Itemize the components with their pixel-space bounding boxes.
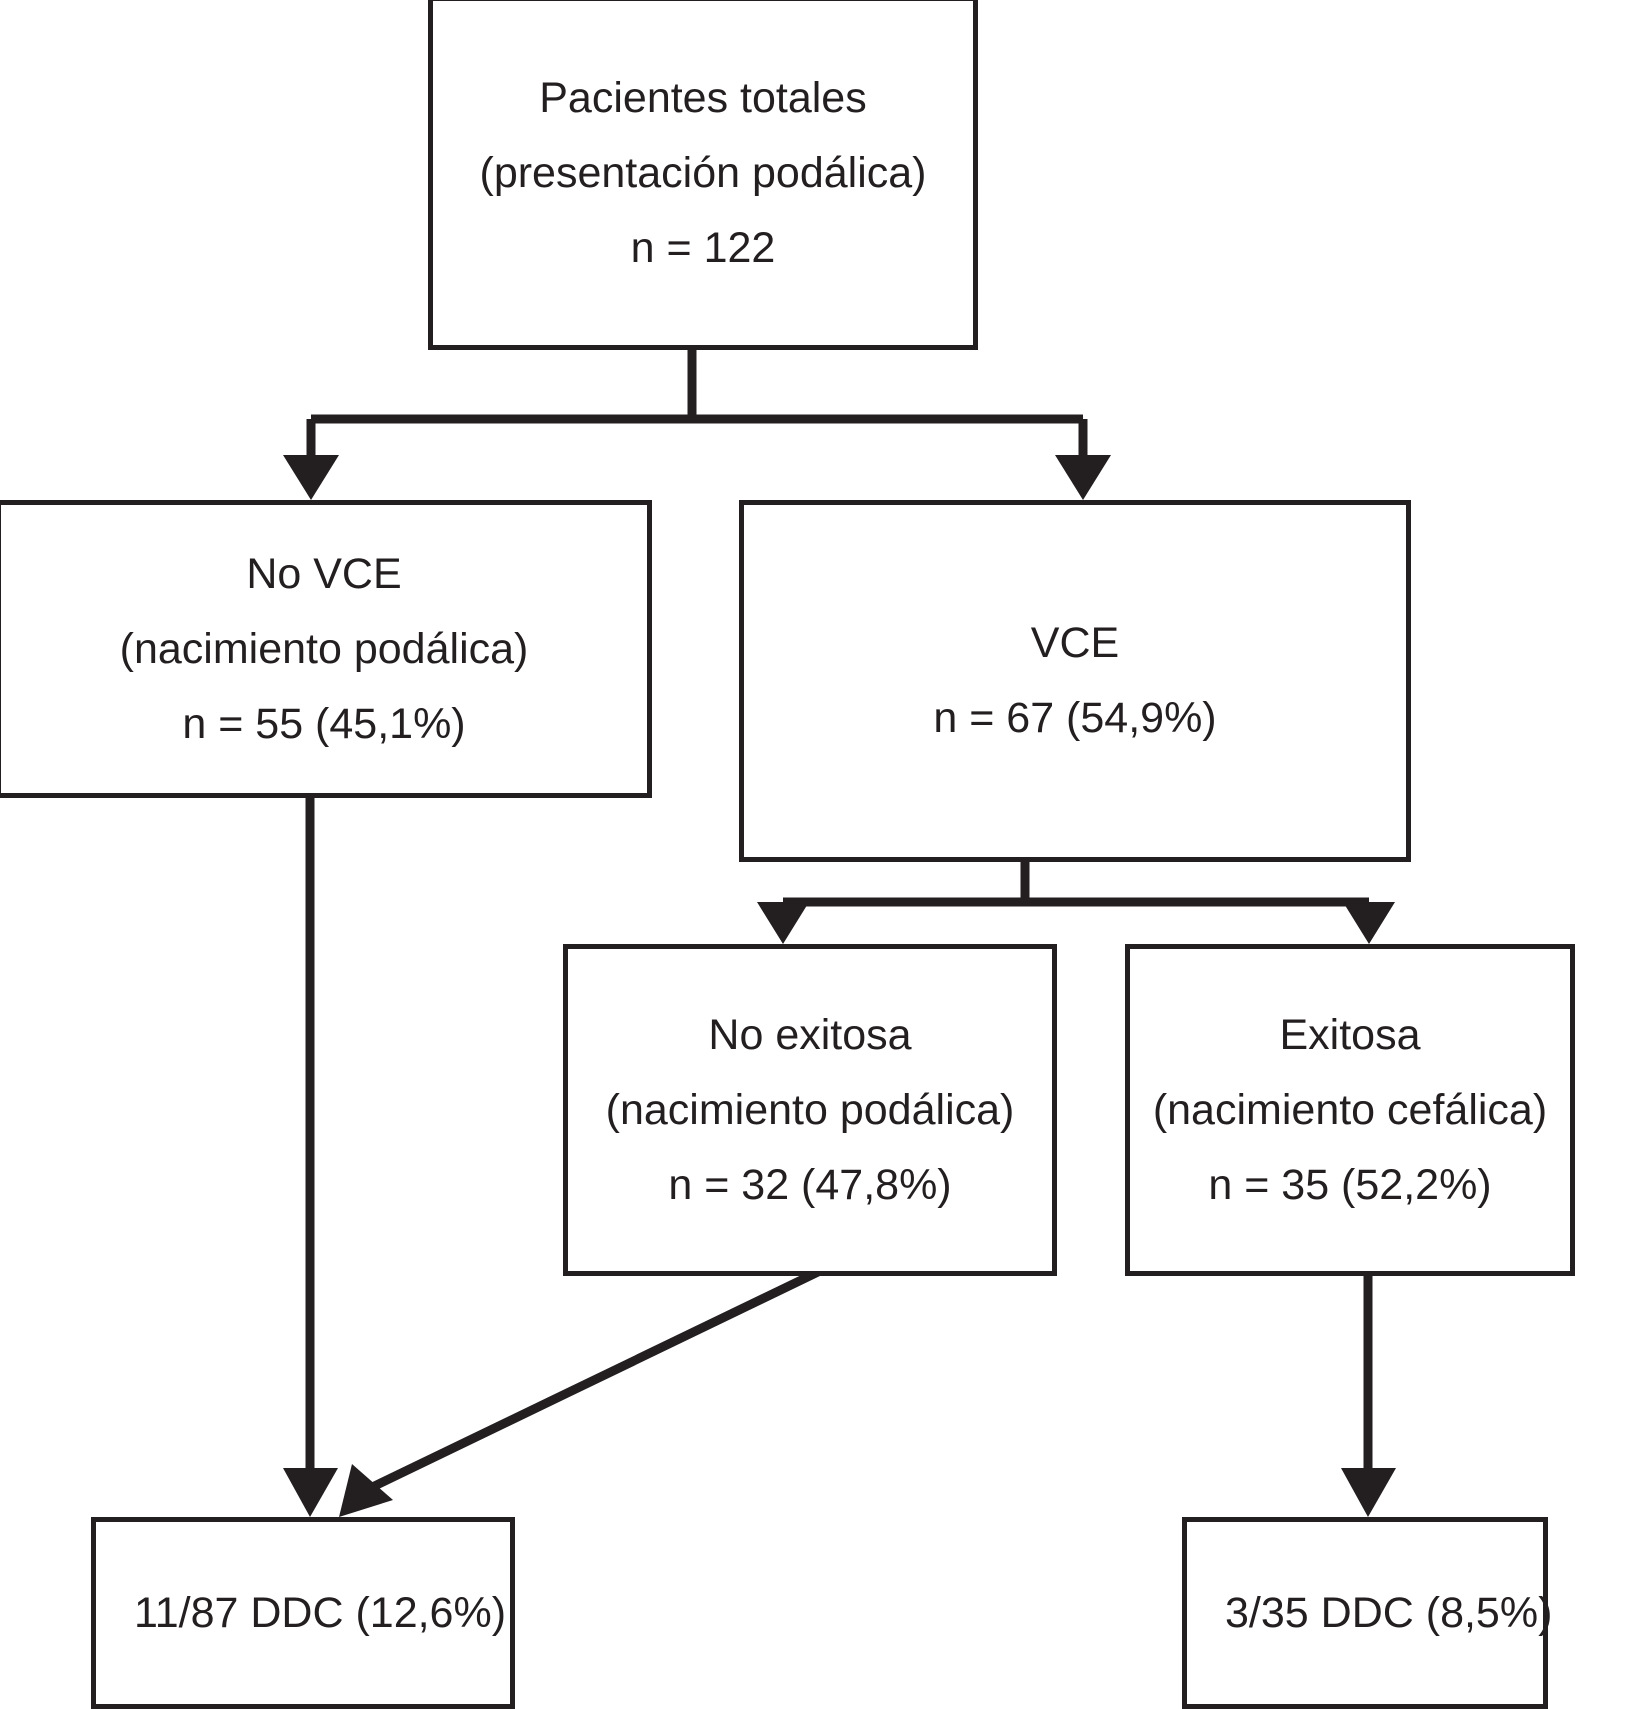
node-line: 11/87 DDC (12,6%) (134, 1588, 507, 1637)
node-line: (nacimiento cefálica) (1152, 1085, 1548, 1134)
node-line: n = 122 (630, 223, 776, 272)
node-vce[interactable]: VCE n = 67 (54,9%) (739, 500, 1411, 862)
node-line: n = 35 (52,2%) (1208, 1160, 1492, 1209)
node-line: n = 55 (45,1%) (182, 699, 466, 748)
node-line: (nacimiento podálica) (119, 624, 529, 673)
node-line: 3/35 DDC (8,5%) (1225, 1588, 1553, 1637)
node-line: n = 67 (54,9%) (933, 694, 1217, 742)
node-line: Exitosa (1279, 1010, 1421, 1059)
arrowhead-exitosa-to-ddc-right (1341, 1468, 1396, 1517)
node-line: No exitosa (708, 1010, 912, 1059)
arrowhead-vce-to-no-exitosa (757, 902, 809, 944)
node-no-vce[interactable]: No VCE (nacimiento podálica) n = 55 (45,… (0, 500, 652, 798)
node-line: n = 32 (47,8%) (668, 1160, 952, 1209)
node-ddc-cefalica[interactable]: 3/35 DDC (8,5%) (1182, 1517, 1552, 1709)
node-ddc-podalica[interactable]: 11/87 DDC (12,6%) (91, 1517, 515, 1709)
node-line: (presentación podálica) (479, 148, 927, 197)
arrowhead-vce-to-exitosa (1343, 902, 1395, 944)
arrowhead-total-to-no-vce (283, 455, 339, 500)
node-line: Pacientes totales (539, 73, 867, 122)
node-line: (nacimiento podálica) (605, 1085, 1015, 1134)
arrowhead-no-exitosa-to-ddc-left (339, 1464, 393, 1517)
edge-no-exitosa-to-ddc-left (358, 1267, 820, 1498)
arrowhead-no-vce-to-ddc-left (283, 1468, 338, 1517)
arrowhead-total-to-vce (1055, 455, 1111, 500)
node-line: VCE (1030, 619, 1120, 667)
node-no-exitosa[interactable]: No exitosa (nacimiento podálica) n = 32 … (563, 944, 1057, 1276)
node-line: No VCE (246, 549, 402, 598)
node-exitosa[interactable]: Exitosa (nacimiento cefálica) n = 35 (52… (1125, 944, 1575, 1276)
node-pacientes-totales[interactable]: Pacientes totales (presentación podálica… (428, 0, 978, 350)
